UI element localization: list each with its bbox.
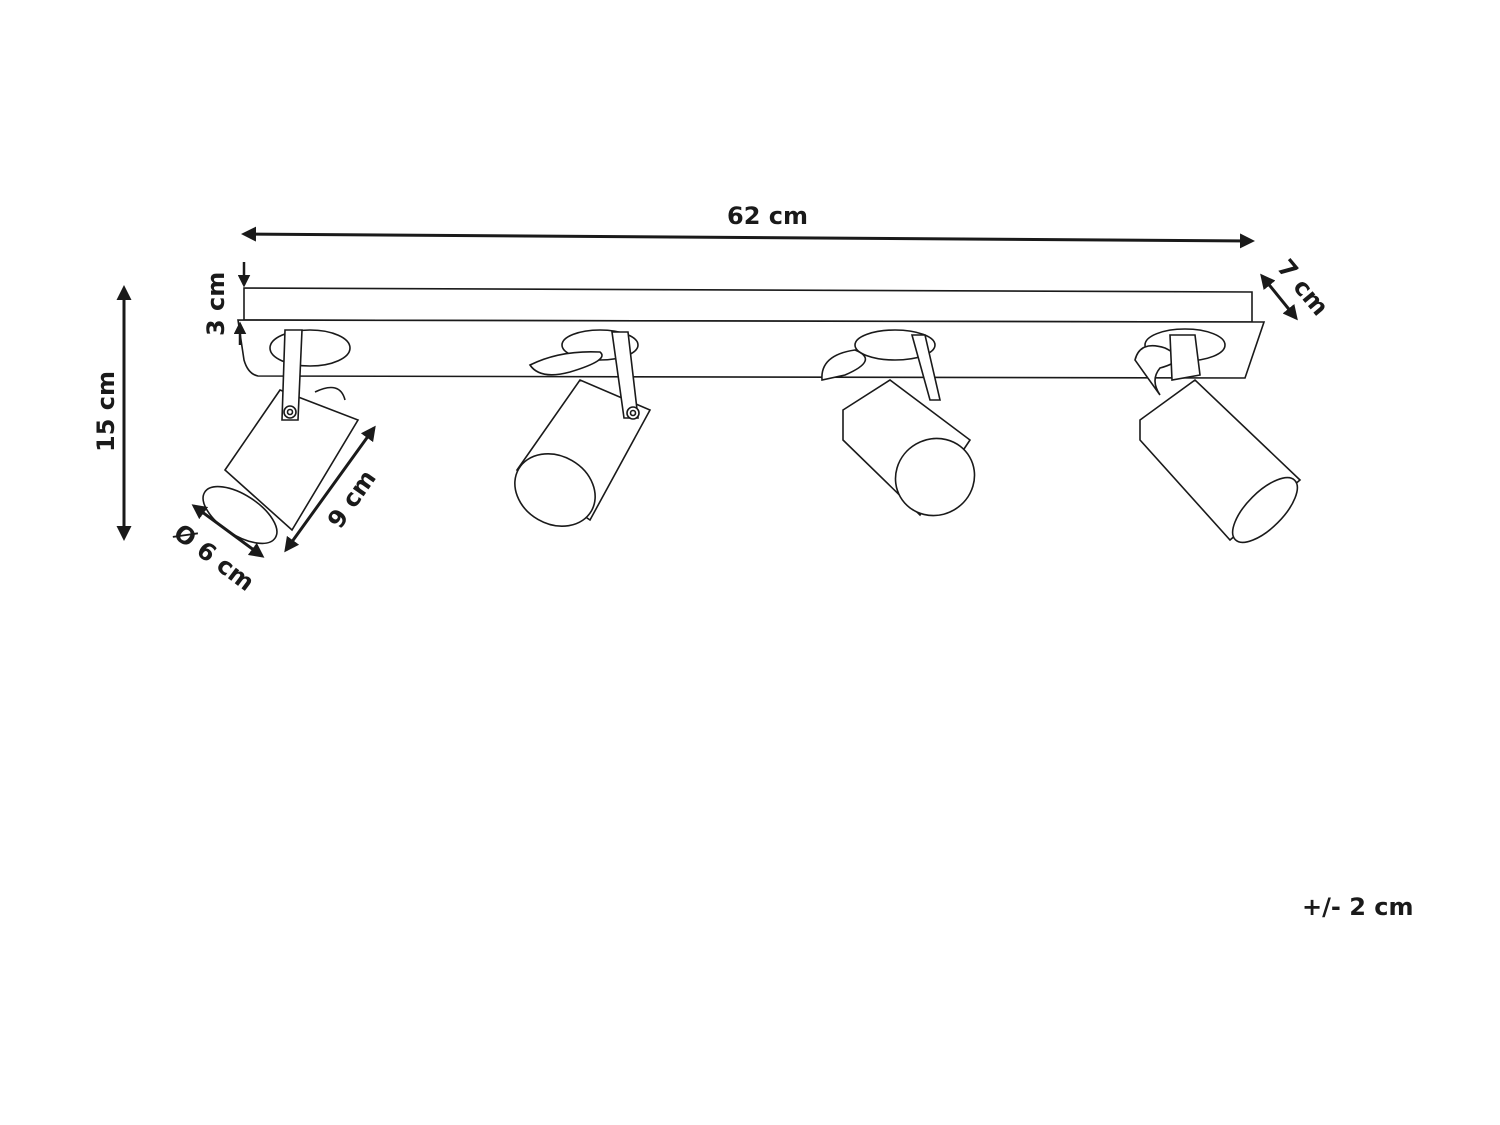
spot-3	[821, 329, 976, 517]
dim-depth: 7 cm	[1260, 254, 1334, 321]
dim-length-label: 62 cm	[727, 202, 808, 230]
dim-total-height-label: 15 cm	[92, 371, 120, 452]
tolerance-note: +/- 2 cm	[1302, 893, 1414, 921]
dim-base-height-label: 3 cm	[202, 272, 230, 336]
dim-spot-length-label: 9 cm	[322, 465, 382, 534]
dim-total-height: 15 cm	[92, 285, 132, 541]
dim-length: 62 cm	[241, 202, 1255, 249]
spot-2	[514, 329, 652, 527]
dim-depth-label: 7 cm	[1271, 254, 1334, 321]
spot-4	[1134, 328, 1302, 544]
base-bar	[237, 287, 1266, 379]
dim-base-height: 3 cm	[202, 262, 251, 345]
